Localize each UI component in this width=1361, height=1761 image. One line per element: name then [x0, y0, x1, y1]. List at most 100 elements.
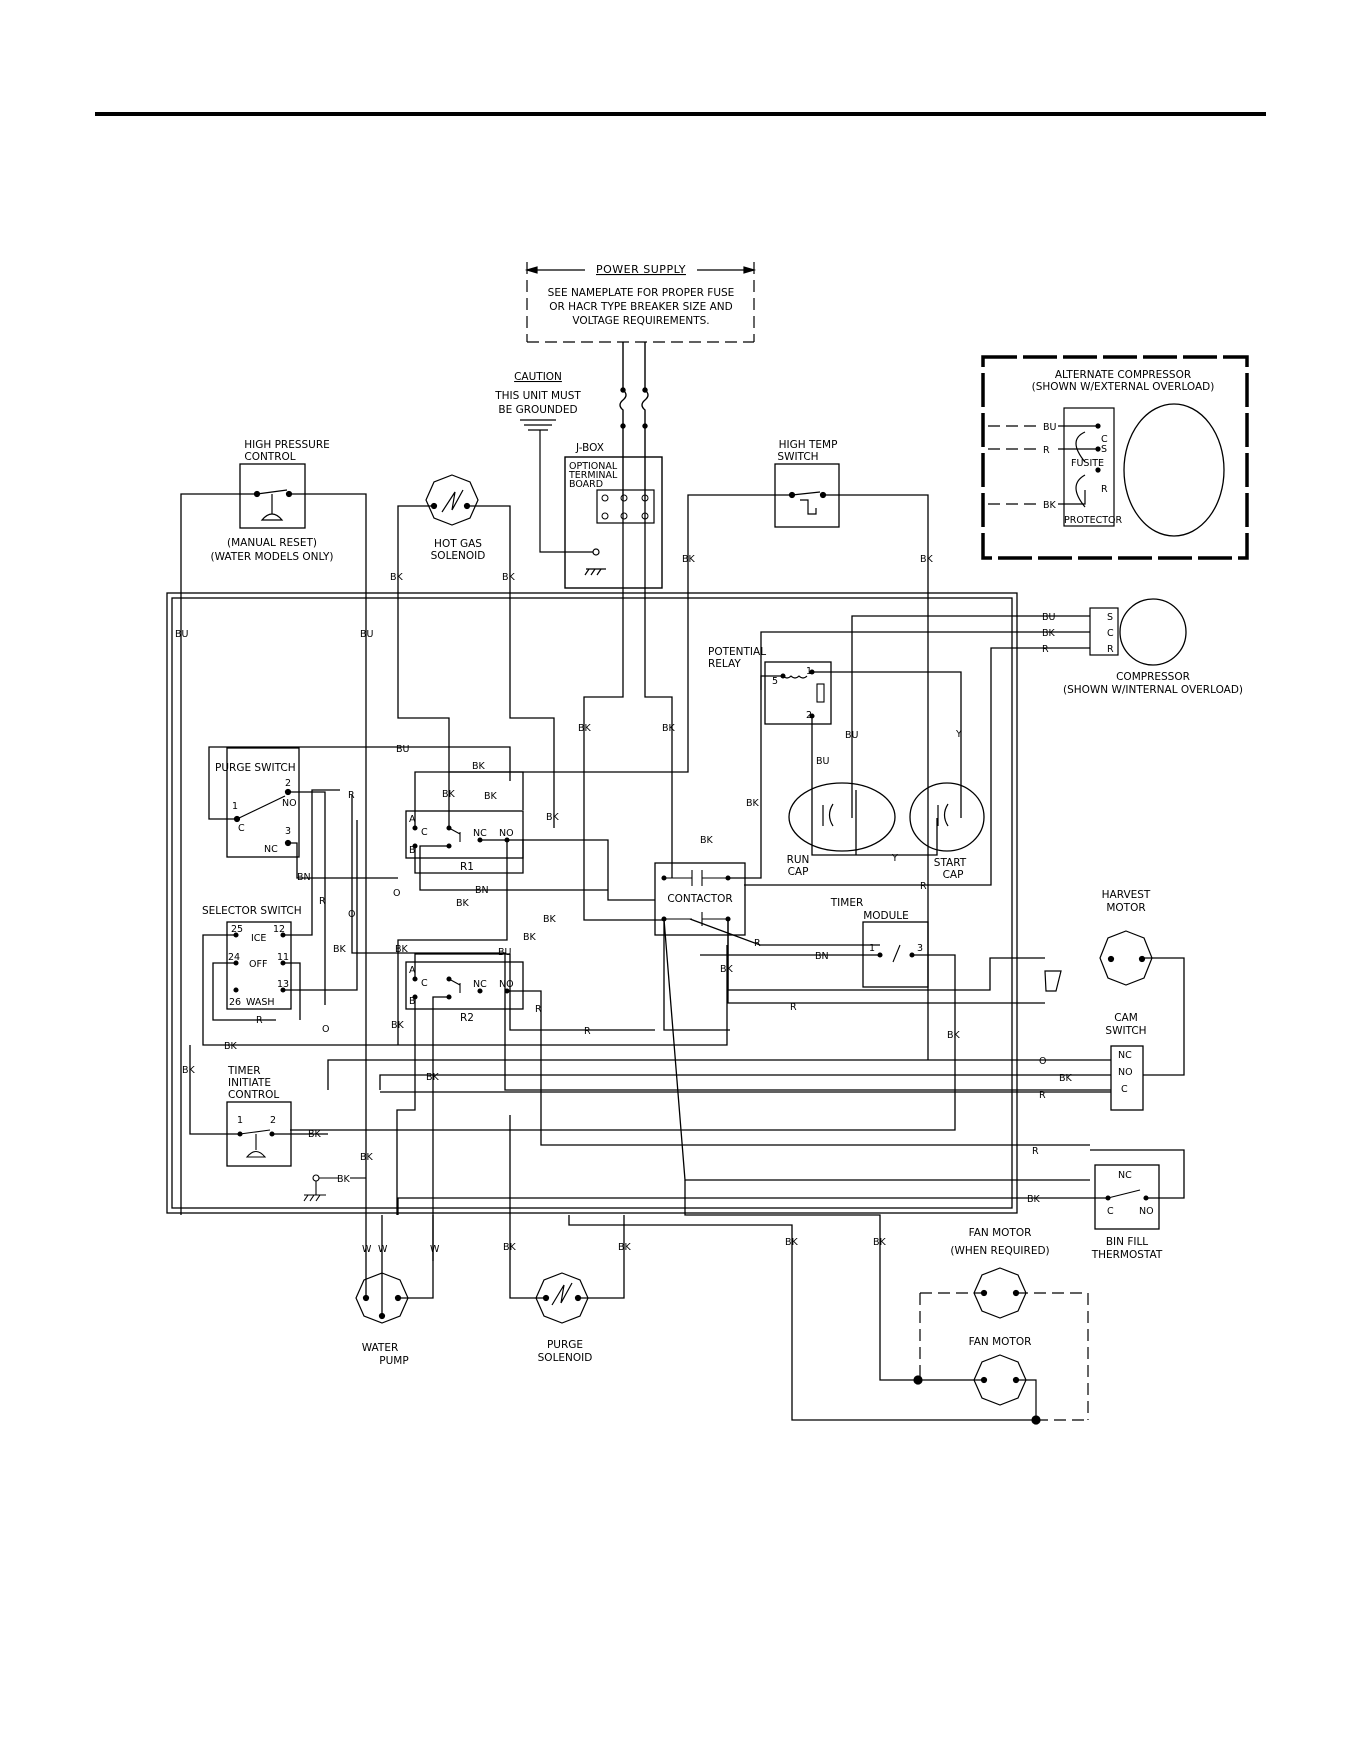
purge-solenoid-icon — [535, 1272, 589, 1324]
wl-bk-10: BK — [484, 791, 498, 802]
cam-switch-label-1: CAM — [1114, 1012, 1138, 1024]
purge-solenoid-label-1: PURGE — [547, 1339, 583, 1351]
wl-bk-2: BK — [502, 572, 516, 583]
harvest-motor-terminals — [1044, 955, 1146, 992]
wl-w-1: W — [362, 1244, 372, 1255]
potential-relay-label-1: POTENTIAL — [708, 646, 766, 658]
r1-pin-a: A — [409, 814, 416, 825]
power-leads — [619, 342, 649, 499]
protector-label: PROTECTOR — [1064, 515, 1123, 526]
power-supply-note-1: SEE NAMEPLATE FOR PROPER FUSE — [548, 287, 735, 299]
purge-switch — [226, 747, 300, 858]
wl-bk-12: BK — [746, 798, 760, 809]
run-cap — [788, 782, 896, 852]
wl-r-9: R — [584, 1026, 591, 1037]
hot-gas-solenoid-icon — [425, 474, 479, 526]
wl-r-4: R — [319, 896, 326, 907]
contactor-label: CONTACTOR — [667, 893, 732, 905]
sel-pin-11: 11 — [277, 952, 289, 963]
bin-fill-label-2: THERMOSTAT — [1091, 1249, 1163, 1261]
power-supply-title: POWER SUPPLY — [596, 263, 686, 276]
wl-bk-7: BK — [662, 723, 676, 734]
fan-motor-icon — [973, 1354, 1027, 1406]
alt-compressor-shell — [1123, 403, 1225, 537]
alt-wire-bk: BK — [1043, 500, 1057, 511]
alt-wire-bu: BU — [1043, 422, 1057, 433]
purge-pin-no: NO — [282, 798, 297, 809]
wl-bk-18: BK — [395, 944, 409, 955]
wl-bk-22: BK — [224, 1041, 238, 1052]
fan-motor-optional-icon — [973, 1267, 1027, 1319]
wl-bk-5: BK — [1042, 628, 1056, 639]
purge-switch-label: PURGE SWITCH — [215, 762, 296, 774]
high-pressure-label-1: HIGH PRESSURE — [244, 439, 330, 451]
bin-fill-icon — [1105, 1189, 1149, 1201]
high-pressure-switch-icon — [253, 489, 293, 521]
wl-bu-2: BU — [360, 629, 374, 640]
bin-fill-thermostat — [1094, 1164, 1160, 1230]
r2-pin-nc: NC — [473, 979, 487, 990]
bin-pin-no: NO — [1139, 1206, 1154, 1217]
comp-pin-s: S — [1107, 612, 1113, 623]
compressor-label-2: (SHOWN W/INTERNAL OVERLOAD) — [1063, 684, 1243, 696]
wl-bn-2: BN — [475, 885, 489, 896]
timer-module-label-2: MODULE — [863, 910, 909, 922]
alternate-compressor-box — [981, 355, 1249, 560]
wl-bk-13: BK — [700, 835, 714, 846]
timer-module-icon — [877, 944, 915, 963]
wl-bk-17: BK — [333, 944, 347, 955]
water-pump-label-2: PUMP — [379, 1355, 408, 1367]
timer-pin-3: 3 — [917, 943, 923, 954]
contactor — [654, 862, 746, 936]
r1-label: R1 — [460, 861, 474, 873]
jbox-board-3: BOARD — [569, 479, 603, 490]
cam-pin-nc: NC — [1118, 1050, 1132, 1061]
harvest-motor-label-1: HARVEST — [1102, 889, 1151, 901]
wl-bk-8: BK — [472, 761, 486, 772]
cam-pin-c: C — [1121, 1084, 1128, 1095]
r1-pin-nc: NC — [473, 828, 487, 839]
start-cap — [909, 782, 985, 852]
tic-pin-1: 1 — [237, 1115, 243, 1126]
jbox-title: J-BOX — [575, 442, 604, 454]
chassis-ground — [303, 1174, 366, 1202]
wl-bk-14: BK — [456, 898, 470, 909]
bin-fill-label-1: BIN FILL — [1106, 1236, 1148, 1248]
jbox-board-1: OPTIONAL — [569, 461, 618, 472]
high-pressure-control — [239, 463, 306, 529]
wiring — [180, 493, 1185, 1421]
high-temp-label-1: HIGH TEMP — [779, 439, 838, 451]
fan-motor-label: FAN MOTOR — [969, 1336, 1032, 1348]
pot-pin-2: 2 — [806, 710, 812, 721]
pot-pin-1: 1 — [806, 666, 812, 677]
compressor-label-1: COMPRESSOR — [1116, 671, 1190, 683]
wl-r-7: R — [535, 1004, 542, 1015]
alt-wire-r: R — [1043, 445, 1050, 456]
wl-bu-3: BU — [1042, 612, 1056, 623]
sel-pin-26: 26 — [229, 997, 241, 1008]
r2-pin-c: C — [421, 978, 428, 989]
high-pressure-note-1: (MANUAL RESET) — [227, 537, 317, 549]
ground-wire-bk: BK — [337, 1174, 351, 1185]
sel-off: OFF — [249, 959, 267, 970]
wl-r-3: R — [920, 881, 927, 892]
wl-r-6: R — [790, 1002, 797, 1013]
comp-pin-r: R — [1107, 644, 1114, 655]
r2-pin-a: A — [409, 965, 416, 976]
sel-pin-12: 12 — [273, 924, 285, 935]
purge-solenoid-label-2: SOLENOID — [538, 1352, 593, 1364]
cam-switch — [1110, 1045, 1144, 1111]
wl-y-2: Y — [891, 853, 898, 864]
water-pump-icon — [355, 1272, 409, 1324]
wl-o-2: O — [348, 909, 355, 920]
sel-wash: WASH — [246, 997, 275, 1008]
wl-o-3: O — [322, 1024, 329, 1035]
sel-pin-24: 24 — [228, 952, 240, 963]
fusite-label: FUSITE — [1071, 458, 1104, 469]
caution-line-2: BE GROUNDED — [498, 404, 577, 416]
compressor-shell — [1119, 598, 1187, 666]
wl-bk-16: BK — [523, 932, 537, 943]
purge-pin-c: C — [238, 823, 245, 834]
wl-o-4: O — [1039, 1056, 1046, 1067]
